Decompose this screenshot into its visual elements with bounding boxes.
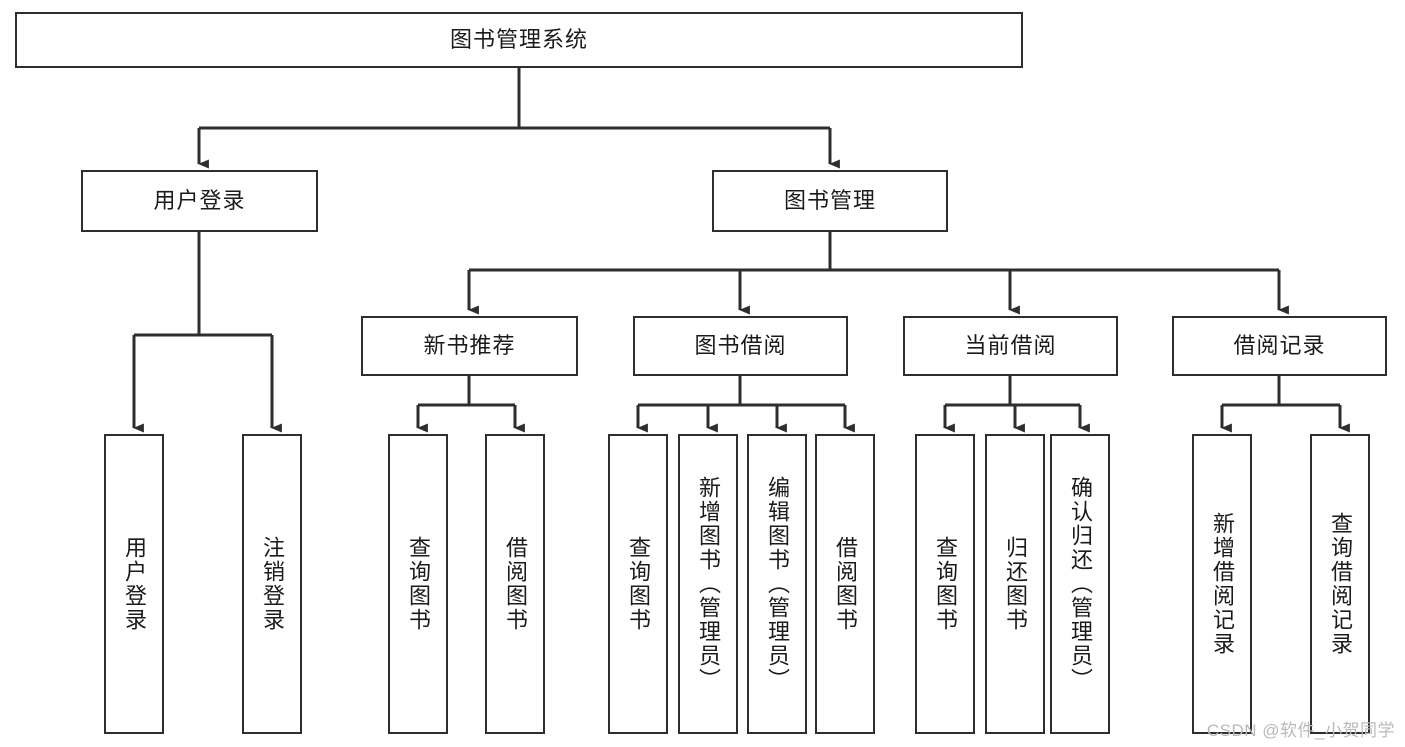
node-leaf-query-book-borrow-label: 查询图书 — [625, 536, 651, 632]
node-leaf-edit-book-label: 编辑图书（管理员） — [764, 476, 790, 692]
node-book-manage-label: 图书管理 — [783, 188, 876, 213]
node-leaf-confirm-return[interactable]: 确认归还（管理员） — [1050, 434, 1110, 734]
node-leaf-add-book-label: 新增图书（管理员） — [695, 476, 721, 692]
node-leaf-user-login-label: 用户登录 — [121, 536, 147, 632]
node-book-borrow[interactable]: 图书借阅 — [633, 316, 848, 376]
node-user-login-label: 用户登录 — [153, 188, 246, 213]
node-current-borrow-label: 当前借阅 — [964, 333, 1057, 358]
node-leaf-borrow-book-rec[interactable]: 借阅图书 — [485, 434, 545, 734]
node-leaf-query-book-borrow[interactable]: 查询图书 — [608, 434, 668, 734]
node-leaf-logout-label: 注销登录 — [259, 536, 285, 632]
node-root-label: 图书管理系统 — [449, 27, 588, 52]
node-leaf-query-record-label: 查询借阅记录 — [1327, 512, 1353, 656]
node-borrow-record[interactable]: 借阅记录 — [1172, 316, 1387, 376]
node-current-borrow[interactable]: 当前借阅 — [903, 316, 1118, 376]
node-leaf-add-record[interactable]: 新增借阅记录 — [1192, 434, 1252, 734]
node-root[interactable]: 图书管理系统 — [15, 12, 1023, 68]
node-user-login[interactable]: 用户登录 — [81, 170, 318, 232]
node-leaf-confirm-return-label: 确认归还（管理员） — [1067, 476, 1093, 692]
node-leaf-query-book-rec[interactable]: 查询图书 — [388, 434, 448, 734]
node-leaf-query-book-rec-label: 查询图书 — [405, 536, 431, 632]
node-leaf-borrow-book-rec-label: 借阅图书 — [502, 536, 528, 632]
node-leaf-edit-book[interactable]: 编辑图书（管理员） — [747, 434, 807, 734]
node-leaf-logout[interactable]: 注销登录 — [242, 434, 302, 734]
node-leaf-query-record[interactable]: 查询借阅记录 — [1310, 434, 1370, 734]
node-leaf-borrow-book-label: 借阅图书 — [832, 536, 858, 632]
node-leaf-return-book-label: 归还图书 — [1002, 536, 1028, 632]
node-new-book-rec[interactable]: 新书推荐 — [361, 316, 578, 376]
node-leaf-user-login[interactable]: 用户登录 — [104, 434, 164, 734]
node-leaf-query-book-current[interactable]: 查询图书 — [915, 434, 975, 734]
node-leaf-borrow-book[interactable]: 借阅图书 — [815, 434, 875, 734]
node-leaf-add-book[interactable]: 新增图书（管理员） — [678, 434, 738, 734]
node-leaf-query-book-current-label: 查询图书 — [932, 536, 958, 632]
node-book-borrow-label: 图书借阅 — [694, 333, 787, 358]
csdn-watermark: CSDN @软件_小贺同学 — [1206, 721, 1395, 740]
node-new-book-rec-label: 新书推荐 — [423, 333, 516, 358]
node-borrow-record-label: 借阅记录 — [1233, 333, 1326, 358]
node-leaf-return-book[interactable]: 归还图书 — [985, 434, 1045, 734]
node-book-manage[interactable]: 图书管理 — [712, 170, 948, 232]
node-leaf-add-record-label: 新增借阅记录 — [1209, 512, 1235, 656]
